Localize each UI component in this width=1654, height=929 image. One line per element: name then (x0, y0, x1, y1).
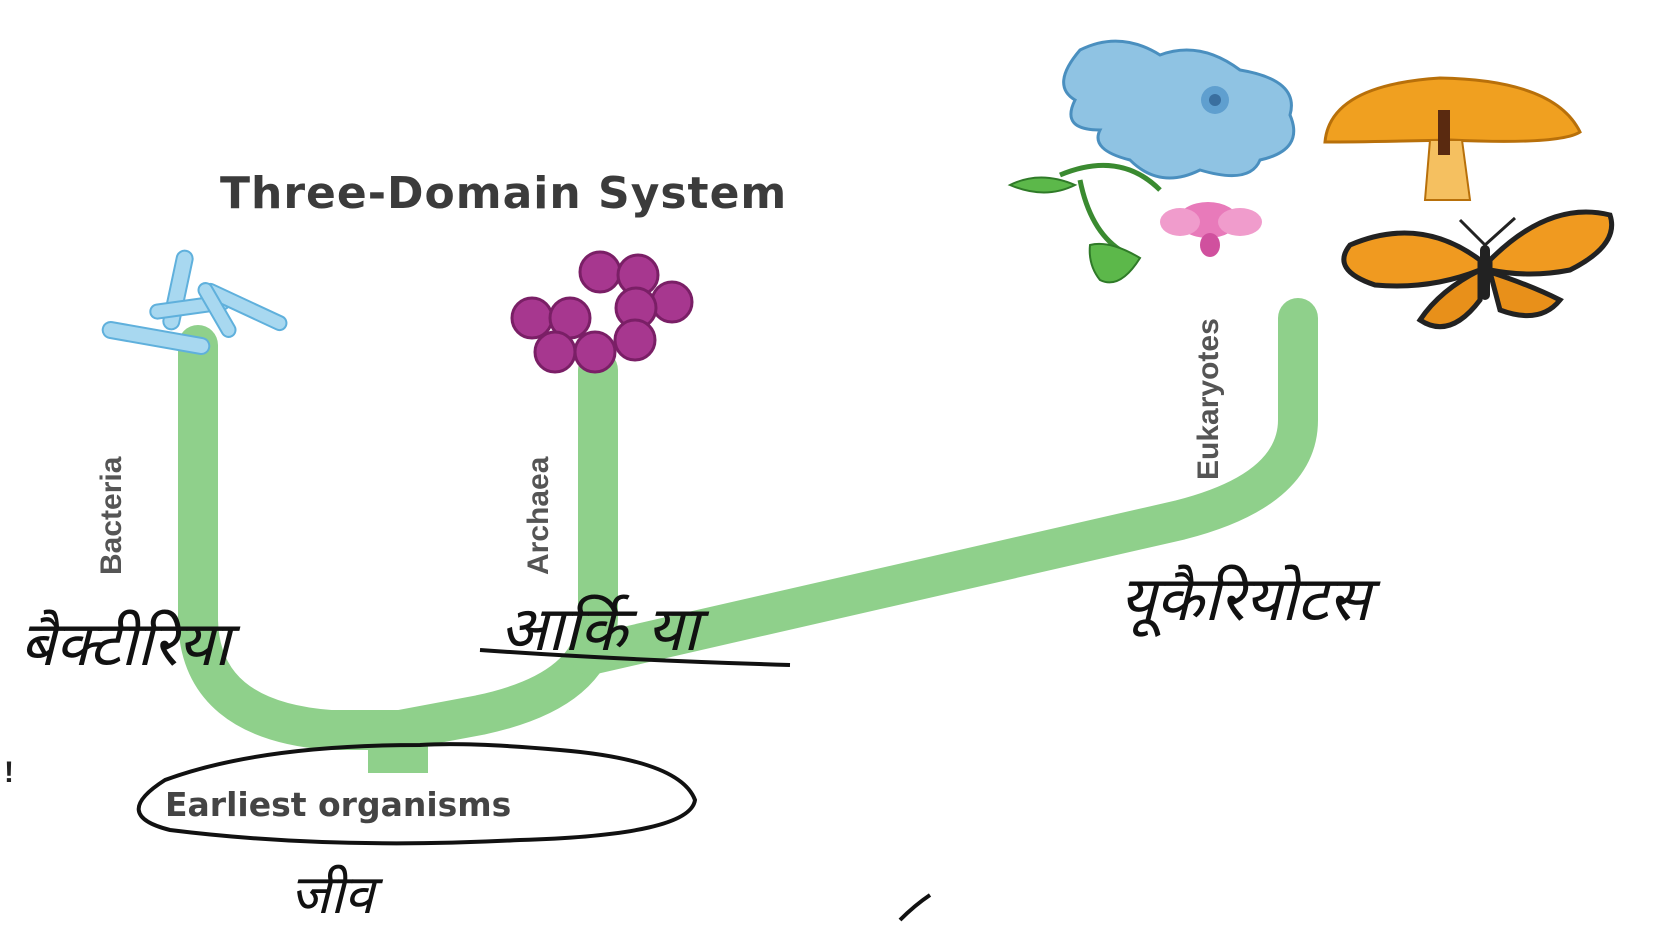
root-label: Earliest organisms (165, 785, 512, 824)
butterfly-icon (1341, 209, 1615, 330)
archaea-label: Archaea (522, 456, 555, 575)
root-stem (368, 725, 428, 773)
bacteria-branch (178, 325, 420, 750)
bacteria-hindi-note: बैक्टीरिया (20, 607, 230, 680)
root-hindi-note: जीव (290, 863, 375, 926)
archaea-branch (380, 350, 618, 750)
bacteria-rods-icon (101, 249, 288, 355)
amoeba-icon (1062, 39, 1296, 180)
eukaryote-branch (570, 298, 1318, 675)
eukaryotes-hindi-note: यूकैरियोटस (1120, 562, 1371, 635)
archaea-underline-mark (479, 648, 791, 667)
pen-stroke-mark (898, 893, 932, 922)
root-circle-mark (136, 742, 698, 846)
archaea-cocci-icon (510, 250, 694, 374)
mushroom-icon (1323, 76, 1582, 201)
edge-mark: ! (4, 756, 14, 789)
bacteria-label: Bacteria (95, 456, 128, 575)
plant-flower-icon (1007, 162, 1262, 284)
diagram-title: Three-Domain System (220, 168, 788, 219)
eukaryotes-label: Eukaryotes (1192, 318, 1225, 480)
archaea-hindi-note: आर्कि या (500, 592, 699, 665)
